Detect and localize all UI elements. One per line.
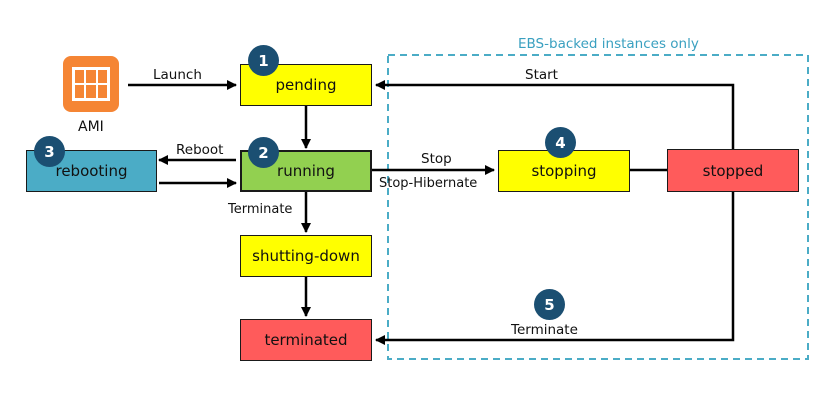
badge-pending: 1: [248, 45, 279, 76]
state-terminated: terminated: [240, 319, 372, 361]
stop-label: Stop: [421, 151, 452, 167]
ebs-region-title: EBS-backed instances only: [518, 36, 699, 52]
state-rebooting-label: rebooting: [55, 162, 128, 180]
ami-icon: [63, 56, 119, 112]
state-pending-label: pending: [275, 76, 337, 94]
ami-label: AMI: [78, 119, 104, 135]
reboot-label: Reboot: [176, 142, 224, 158]
state-shutting-down: shutting-down: [240, 235, 372, 277]
terminate-running-label: Terminate: [228, 202, 293, 217]
ebs-region-border: [387, 54, 809, 360]
state-terminated-label: terminated: [264, 331, 348, 349]
state-stopping: stopping: [498, 150, 630, 192]
start-arrow: [375, 80, 735, 149]
start-label: Start: [525, 67, 558, 83]
state-stopped: stopped: [667, 149, 799, 192]
state-stopped-label: stopped: [702, 161, 764, 180]
badge-terminate-stopped: 5: [534, 289, 565, 320]
badge-running: 2: [248, 137, 279, 168]
launch-label: Launch: [153, 67, 202, 83]
badge-rebooting: 3: [34, 136, 65, 167]
stop-hibernate-label: Stop-Hibernate: [379, 176, 478, 191]
state-running-label: running: [277, 162, 335, 180]
terminate-stopped-label: Terminate: [511, 322, 578, 338]
state-stopping-label: stopping: [531, 162, 597, 180]
state-shutting-down-label: shutting-down: [252, 247, 360, 265]
badge-stopping: 4: [545, 127, 576, 158]
terminate-stopped-arrow: [375, 192, 735, 345]
state-rebooting: rebooting: [26, 150, 157, 192]
